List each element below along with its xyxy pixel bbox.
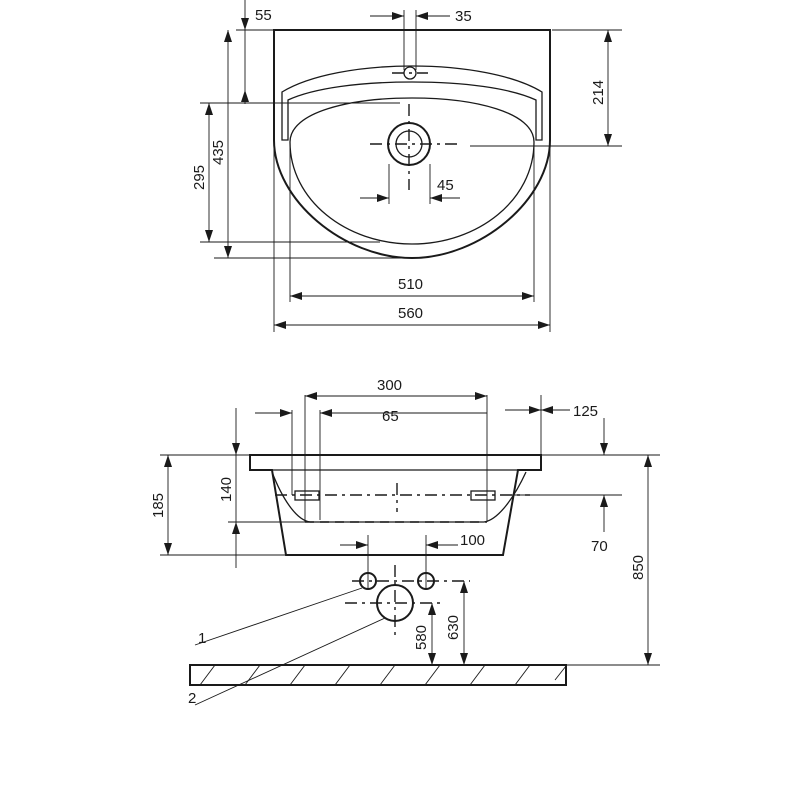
callout-1: 1 <box>198 630 206 647</box>
dim-630-label: 630 <box>445 615 462 640</box>
callout-2-leader <box>194 617 386 706</box>
dim560-arrow-l <box>274 321 286 329</box>
dim100-arrow-l <box>356 541 368 549</box>
dim-560-label: 560 <box>398 305 423 322</box>
dim55-arrow <box>241 18 249 30</box>
dim295-arrow-t <box>205 103 213 115</box>
dim-70-label: 70 <box>591 538 608 555</box>
dim214-arrow-b <box>604 134 612 146</box>
inner-bowl-side <box>271 471 527 523</box>
dim-435-label: 435 <box>210 140 227 165</box>
dim100-arrow-r <box>426 541 438 549</box>
callout-1-leader <box>194 587 363 646</box>
dim630-arrow-t <box>460 581 468 593</box>
dim-185-label: 185 <box>150 493 167 518</box>
dim-100-label: 100 <box>460 532 485 549</box>
dim140-arrow-b <box>232 522 240 534</box>
dim435-arrow-t <box>224 30 232 42</box>
dim125-arrow-l <box>529 406 541 414</box>
dim-580-label: 580 <box>413 625 430 650</box>
dim-65-label: 65 <box>382 408 399 425</box>
dim-45-label: 45 <box>437 177 454 194</box>
dim45-arrow-l <box>377 194 389 202</box>
floor <box>189 664 567 686</box>
dim55-arrow2 <box>241 90 249 102</box>
dim125-arrow-r <box>541 406 553 414</box>
dim560-arrow-r <box>538 321 550 329</box>
dim580-arrow-t <box>428 603 436 615</box>
dim35-arrow-r <box>416 12 428 20</box>
dim35-arrow-l <box>392 12 404 20</box>
dim70-arrow-t <box>600 443 608 455</box>
floor-hatching <box>199 664 567 686</box>
dim214-arrow-t <box>604 30 612 42</box>
top-view: 55 35 214 435 295 45 <box>191 0 622 332</box>
dim140-arrow-t <box>232 443 240 455</box>
dim-125-label: 125 <box>573 403 598 420</box>
mount-bracket-left <box>294 490 320 501</box>
callout-2: 2 <box>188 690 196 707</box>
dim-300-label: 300 <box>377 377 402 394</box>
inner-bowl <box>289 97 535 245</box>
dim850-arrow-t <box>644 455 652 467</box>
basin-outline-top <box>273 29 551 260</box>
dim295-arrow-b <box>205 230 213 242</box>
dim-55-label: 55 <box>255 7 272 24</box>
dim185-arrow-b <box>164 543 172 555</box>
dim-35-label: 35 <box>455 8 472 25</box>
dim435-arrow-b <box>224 246 232 258</box>
dim850-arrow-b <box>644 653 652 665</box>
dim-510-label: 510 <box>398 276 423 293</box>
dim300-arrow-l <box>305 392 317 400</box>
dim300-arrow-r <box>475 392 487 400</box>
dim-214-label: 214 <box>590 80 607 105</box>
dim580-arrow-b <box>428 653 436 665</box>
dim70-arrow-b <box>600 495 608 507</box>
dim-140-label: 140 <box>218 477 235 502</box>
mount-bracket-right <box>470 490 496 501</box>
dim-850-label: 850 <box>630 555 647 580</box>
basin-rim <box>281 65 543 141</box>
dim510-arrow-r <box>522 292 534 300</box>
dim630-arrow-b <box>460 653 468 665</box>
dim185-arrow-t <box>164 455 172 467</box>
dim510-arrow-l <box>290 292 302 300</box>
dim45-arrow-r <box>430 194 442 202</box>
side-view: 300 65 125 185 140 70 <box>150 377 660 707</box>
dim-295-label: 295 <box>191 165 208 190</box>
dim65-arrow-l <box>280 409 292 417</box>
dim65-arrow-r <box>320 409 332 417</box>
